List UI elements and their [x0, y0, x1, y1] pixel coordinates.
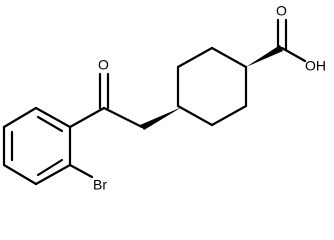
ketone-oxygen-label: O — [98, 57, 109, 73]
ring-bond — [2, 163, 38, 186]
ring-bond — [2, 106, 38, 129]
carboxyl-oh-bond — [280, 46, 307, 63]
ring-bond — [210, 46, 248, 69]
hydroxyl-label: OH — [305, 58, 326, 74]
benzene-ring — [2, 106, 72, 186]
carboxyl-oxygen-label: O — [276, 3, 287, 19]
aromatic-inner-bond — [36, 158, 64, 177]
ring-bond — [210, 104, 248, 127]
molecule-drawing: O O OH Br — [2, 3, 326, 193]
cyclohexane-ring — [176, 46, 248, 127]
aryl-carbonyl-bond — [68, 106, 106, 129]
ring-bond — [176, 104, 214, 127]
carbonyl-methylene-bond — [102, 106, 144, 129]
ring-bond — [176, 46, 214, 69]
wedge-bond — [246, 45, 283, 67]
structure-diagram: O O OH Br — [2, 3, 326, 193]
aromatic-inner-bond — [36, 115, 64, 133]
c-br-bond — [68, 163, 94, 179]
ring-bond — [34, 106, 72, 129]
bromine-label: Br — [93, 177, 107, 193]
wedge-bond — [140, 107, 182, 130]
ring-bond — [34, 163, 72, 186]
